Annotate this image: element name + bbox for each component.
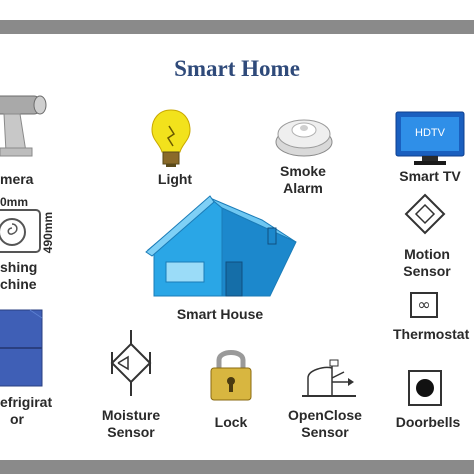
smart-house-label: Smart House — [176, 306, 264, 322]
washing-width-dimension: 0mm — [0, 195, 29, 209]
motion-sensor-line2: Sensor — [403, 263, 451, 279]
refrigerator-line2: or — [10, 411, 24, 427]
smart-house-icon — [145, 195, 297, 297]
lock-icon — [210, 350, 252, 401]
open-close-sensor-icon — [302, 359, 356, 397]
smoke-alarm-label: Smoke Alarm — [270, 163, 336, 197]
camera-label: mera — [0, 171, 34, 187]
refrigerator-icon — [0, 309, 43, 387]
light-bulb-icon — [151, 109, 191, 167]
refrigerator-label: efrigirat or — [0, 394, 52, 428]
camera-icon — [0, 95, 47, 157]
motion-sensor-line1: Motion — [404, 246, 450, 262]
top-border-bar — [0, 20, 474, 34]
hdtv-screen-text: HDTV — [415, 127, 445, 139]
open-close-sensor-label: OpenClose Sensor — [284, 407, 366, 441]
refrigerator-line1: efrigirat — [0, 394, 53, 410]
smart-tv-label: Smart TV — [399, 168, 461, 184]
open-close-sensor-line2: Sensor — [301, 424, 349, 440]
lock-label: Lock — [214, 414, 248, 430]
moisture-sensor-icon — [110, 330, 152, 396]
moisture-sensor-line1: Moisture — [101, 407, 161, 423]
motion-sensor-icon — [404, 193, 446, 235]
smoke-alarm-icon — [275, 119, 333, 157]
diagram-title: Smart Home — [174, 56, 300, 81]
svg-text:∞: ∞ — [417, 295, 430, 314]
smoke-alarm-line2: Alarm — [283, 180, 323, 196]
bottom-border-bar — [0, 460, 474, 474]
washing-height-dimension: 490mm — [41, 211, 56, 254]
thermostat-icon: ∞ — [410, 292, 438, 318]
washing-machine-icon — [0, 209, 41, 253]
washing-machine-label: shing chine — [0, 259, 37, 293]
open-close-sensor-line1: OpenClose — [288, 407, 362, 423]
doorbell-icon — [408, 370, 442, 406]
washing-machine-line2: chine — [0, 276, 37, 292]
washing-machine-line1: shing — [0, 259, 38, 275]
light-label: Light — [157, 171, 193, 187]
moisture-sensor-line2: Sensor — [107, 424, 155, 440]
smart-tv-icon — [395, 111, 465, 165]
doorbells-label: Doorbells — [395, 414, 461, 430]
motion-sensor-label: Motion Sensor — [394, 246, 460, 280]
thermostat-label: Thermostat — [393, 326, 470, 342]
moisture-sensor-label: Moisture Sensor — [96, 407, 166, 441]
smoke-alarm-line1: Smoke — [280, 163, 326, 179]
